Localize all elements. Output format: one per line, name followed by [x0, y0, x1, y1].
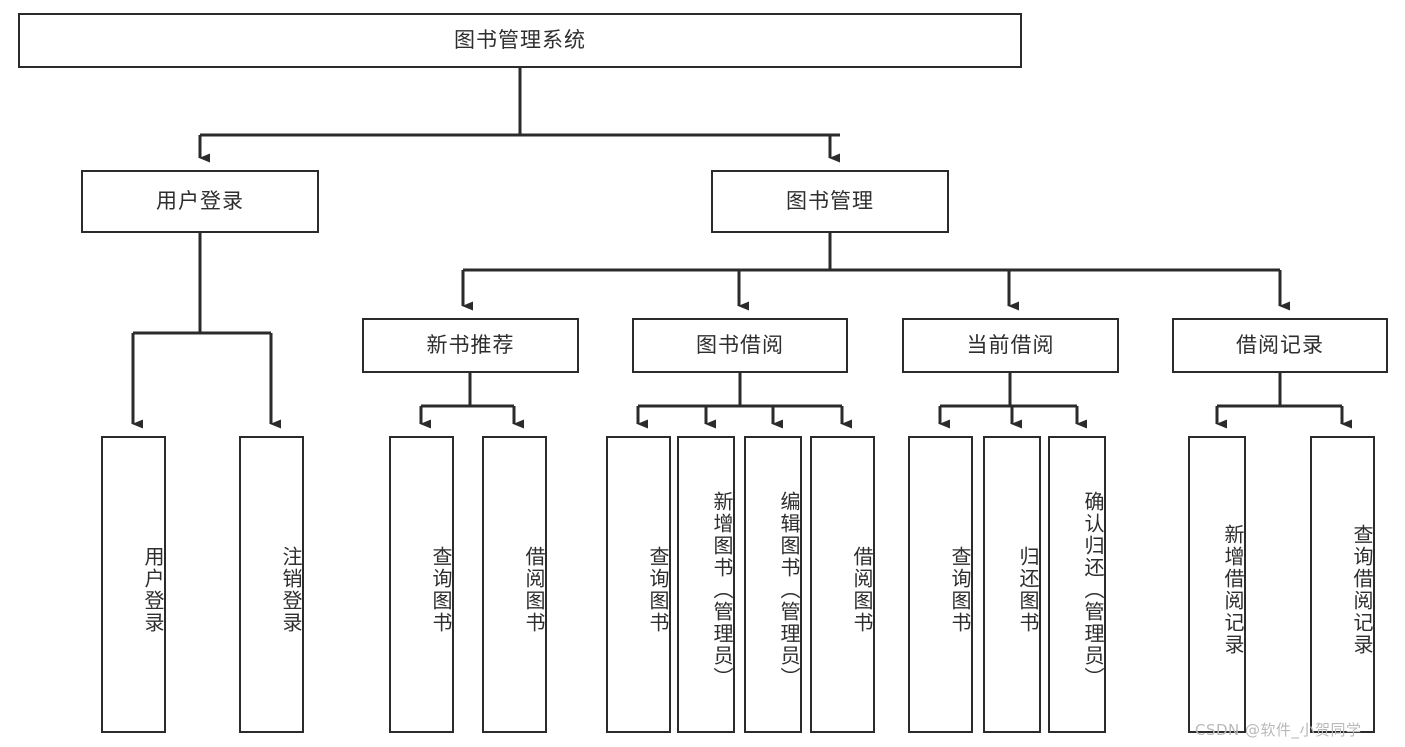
node-leaf-return-book[interactable]: 归还图书	[983, 436, 1041, 733]
node-root-book-management-system[interactable]: 图书管理系统	[18, 13, 1022, 68]
node-leaf-add-borrow-record[interactable]: 新增借阅记录	[1188, 436, 1246, 733]
node-leaf-query-book-1[interactable]: 查询图书	[389, 436, 454, 733]
node-leaf-borrow-book-2[interactable]: 借阅图书	[810, 436, 875, 733]
node-leaf-borrow-book-1[interactable]: 借阅图书	[482, 436, 547, 733]
node-borrow-record[interactable]: 借阅记录	[1172, 318, 1388, 373]
csdn-watermark: CSDN @软件_小贺同学	[1195, 721, 1362, 739]
node-leaf-confirm-return-admin[interactable]: 确认归还（管理员）	[1048, 436, 1106, 733]
node-new-book-recommend[interactable]: 新书推荐	[362, 318, 579, 373]
node-current-borrow[interactable]: 当前借阅	[902, 318, 1119, 373]
node-book-borrow[interactable]: 图书借阅	[632, 318, 848, 373]
node-user-login[interactable]: 用户登录	[81, 170, 319, 233]
node-leaf-logout-login[interactable]: 注销登录	[239, 436, 304, 733]
node-leaf-query-borrow-record[interactable]: 查询借阅记录	[1310, 436, 1375, 733]
node-leaf-query-book-2[interactable]: 查询图书	[606, 436, 671, 733]
node-leaf-edit-book-admin[interactable]: 编辑图书（管理员）	[744, 436, 802, 733]
node-leaf-add-book-admin[interactable]: 新增图书（管理员）	[677, 436, 735, 733]
node-book-manage[interactable]: 图书管理	[711, 170, 949, 233]
node-leaf-query-book-3[interactable]: 查询图书	[908, 436, 973, 733]
node-leaf-user-login[interactable]: 用户登录	[101, 436, 166, 733]
